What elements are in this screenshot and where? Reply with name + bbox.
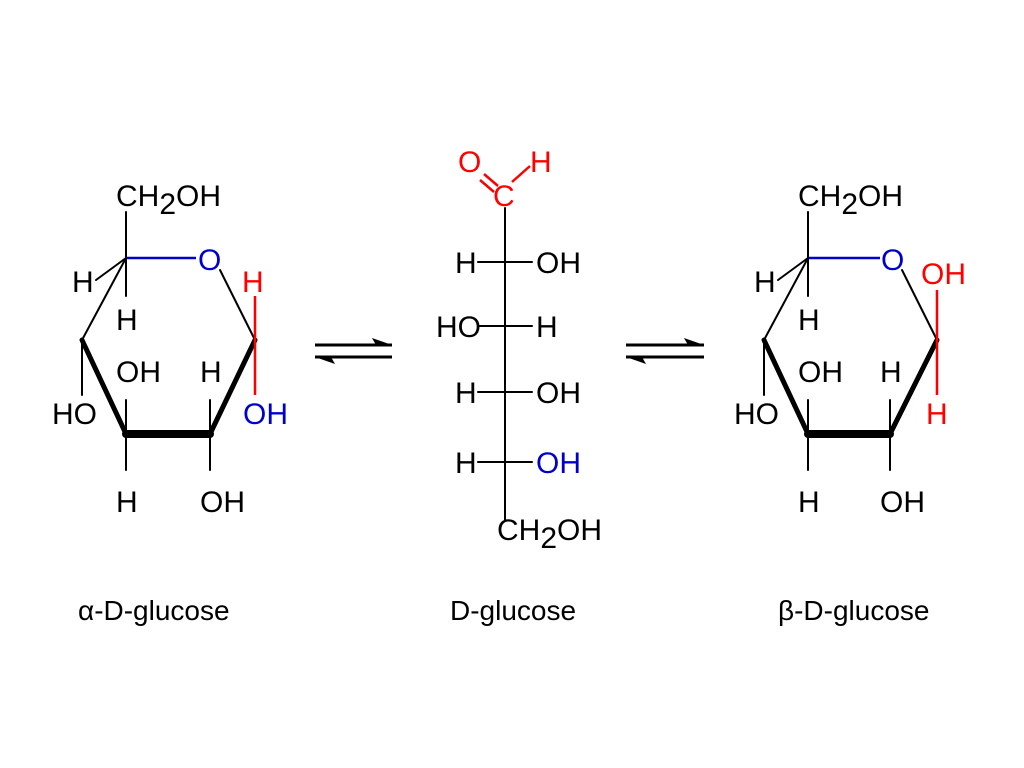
alpha-c1-h-label: H <box>242 266 264 299</box>
right-arrow-reverse-head <box>626 357 646 364</box>
alpha-ring-oxygen-label: O <box>198 244 221 277</box>
beta-ch2oh-label: CH2OH <box>798 180 903 221</box>
beta-ring-oxygen-label: O <box>881 244 904 277</box>
alpha-c4-c3-bond <box>79 337 129 437</box>
open-row1-right-label: OH <box>536 247 581 280</box>
open-aldehyde-h-label: H <box>530 146 552 179</box>
beta-c4-ho-label: HO <box>734 398 779 431</box>
alpha-c2-h-label: H <box>200 356 222 389</box>
open-row2-left-label: HO <box>436 311 481 344</box>
beta-o-c1-bond <box>901 269 938 341</box>
alpha-c2-oh-label: OH <box>200 486 245 519</box>
beta-c2-c1-bond <box>887 337 940 437</box>
beta-c5-h-bond <box>777 257 809 281</box>
open-aldehyde-o-label: O <box>458 146 481 179</box>
alpha-d-glucose-structure: CH2OH O H H H OH H HO OH H OH α-D-glucos… <box>52 180 288 626</box>
open-c-o-bond-1 <box>483 173 499 187</box>
beta-c3-oh-label: OH <box>798 356 843 389</box>
open-row4-right-label: OH <box>536 447 581 480</box>
alpha-c5-h-label: H <box>72 266 94 299</box>
alpha-c4-ho-label: HO <box>52 398 97 431</box>
open-aldehyde-c-label: C <box>493 180 515 213</box>
alpha-c1-oh-label: OH <box>243 398 288 431</box>
open-c-o-bond-2 <box>479 179 495 193</box>
open-row3-right-label: OH <box>536 377 581 410</box>
beta-c5-h-label: H <box>754 266 776 299</box>
alpha-o-c1-bond <box>219 269 256 341</box>
left-equilibrium-arrow <box>315 338 392 364</box>
beta-c2-oh-label: OH <box>880 486 925 519</box>
beta-c4-c3-bond <box>761 337 811 437</box>
open-ch2oh-label: CH2OH <box>497 514 602 555</box>
alpha-c5-c4-bond <box>81 257 127 341</box>
open-c-h-bond <box>511 165 531 183</box>
beta-caption: β-D-glucose <box>778 595 929 626</box>
open-row3-left-label: H <box>455 377 477 410</box>
left-arrow-forward-head <box>372 338 392 345</box>
open-chain-caption: D-glucose <box>450 595 576 626</box>
beta-c2-h-label: H <box>880 356 902 389</box>
right-equilibrium-arrow <box>626 338 704 364</box>
alpha-caption: α-D-glucose <box>78 595 230 626</box>
alpha-c2-c1-bond <box>207 337 258 437</box>
open-row4-left-label: H <box>455 447 477 480</box>
alpha-c3-oh-label: OH <box>116 356 161 389</box>
right-arrow-forward-head <box>684 338 704 345</box>
open-row1-left-label: H <box>455 247 477 280</box>
open-row2-right-label: H <box>536 311 558 344</box>
alpha-c5-h2-label: H <box>116 304 138 337</box>
alpha-c5-h-bond <box>95 257 127 281</box>
beta-c1-h-label: H <box>926 398 948 431</box>
left-arrow-reverse-head <box>315 357 335 364</box>
beta-c5-c4-bond <box>763 257 809 341</box>
beta-c3-h-label: H <box>798 486 820 519</box>
beta-c1-oh-label: OH <box>921 258 966 291</box>
beta-d-glucose-structure: CH2OH O H H OH OH H HO H H OH β-D-glucos… <box>734 180 966 626</box>
alpha-ch2oh-label: CH2OH <box>116 180 221 221</box>
beta-c5-h2-label: H <box>798 304 820 337</box>
alpha-c3-h-label: H <box>116 486 138 519</box>
open-chain-d-glucose-structure: O C H H OH HO H H OH H OH CH2OH D-glucos… <box>436 146 602 626</box>
